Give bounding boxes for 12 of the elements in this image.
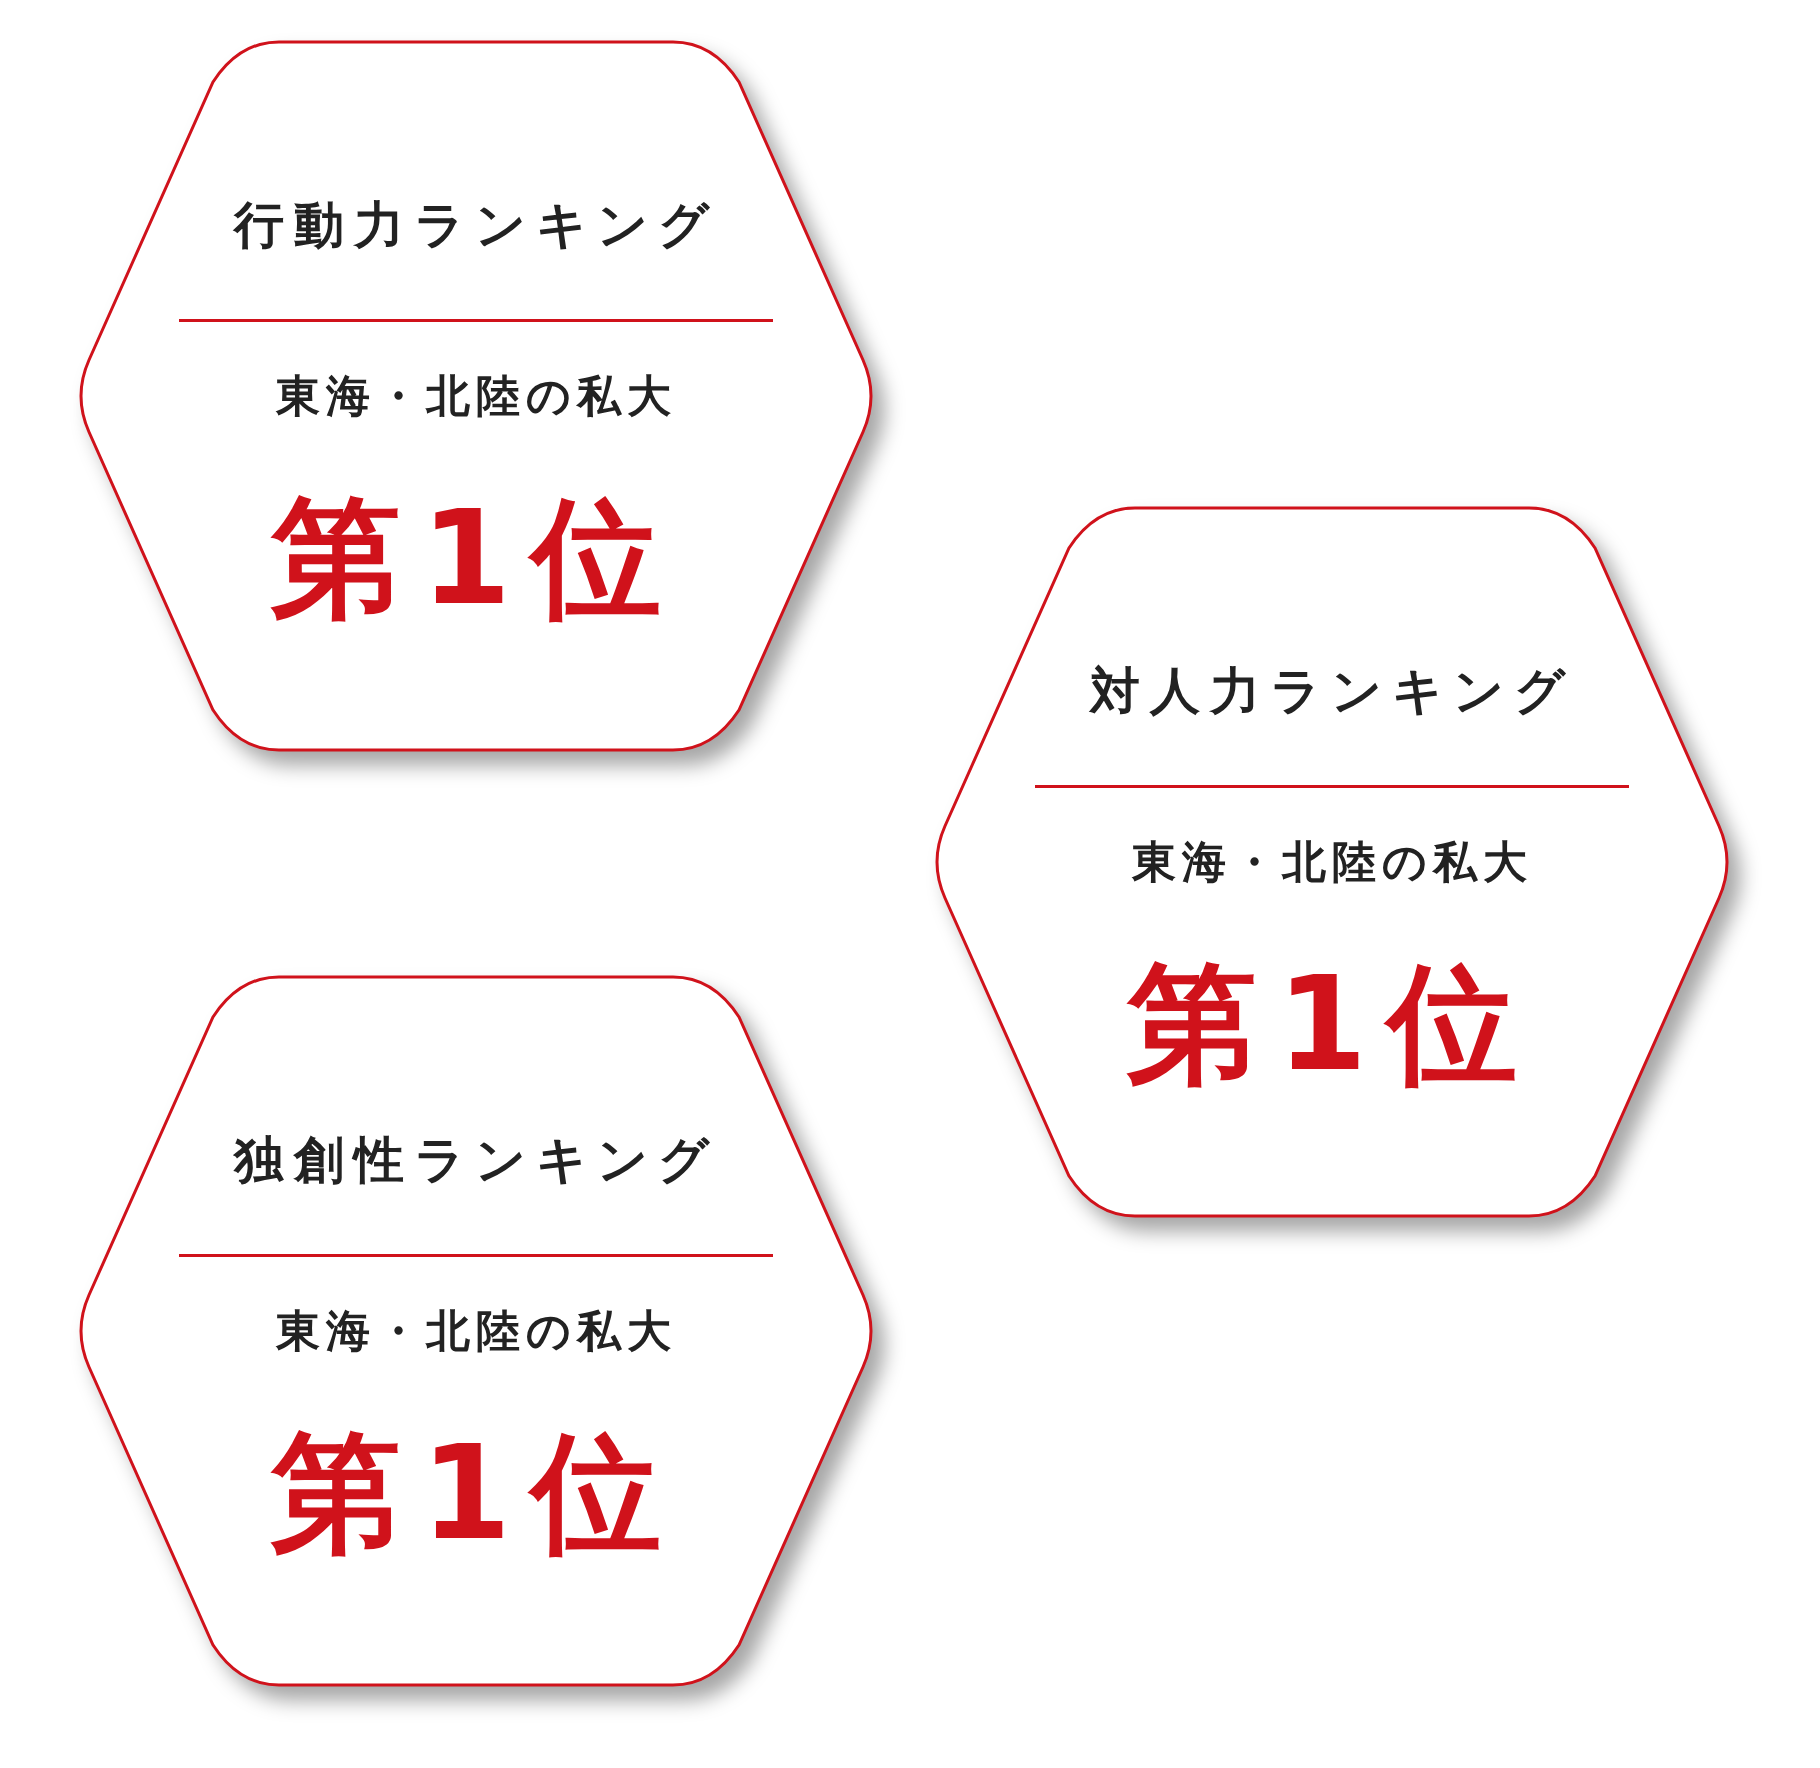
badge-heading: 独創性ランキング (233, 1130, 719, 1191)
rank-text: 第1位 (1126, 947, 1538, 1102)
badge-subtitle: 東海・北陸の私大 (275, 1304, 677, 1358)
rank-text: 第1位 (270, 1416, 682, 1571)
badge-subtitle: 東海・北陸の私大 (275, 369, 677, 423)
badge-heading: 行動力ランキング (233, 195, 719, 256)
badge-subtitle: 東海・北陸の私大 (1131, 835, 1533, 889)
badge-heading: 対人力ランキング (1089, 661, 1575, 722)
hexagon-badge (79, 42, 873, 750)
hexagon-badge (79, 977, 873, 1685)
rank-text: 第1位 (270, 481, 682, 636)
hexagon-badge (935, 508, 1729, 1216)
